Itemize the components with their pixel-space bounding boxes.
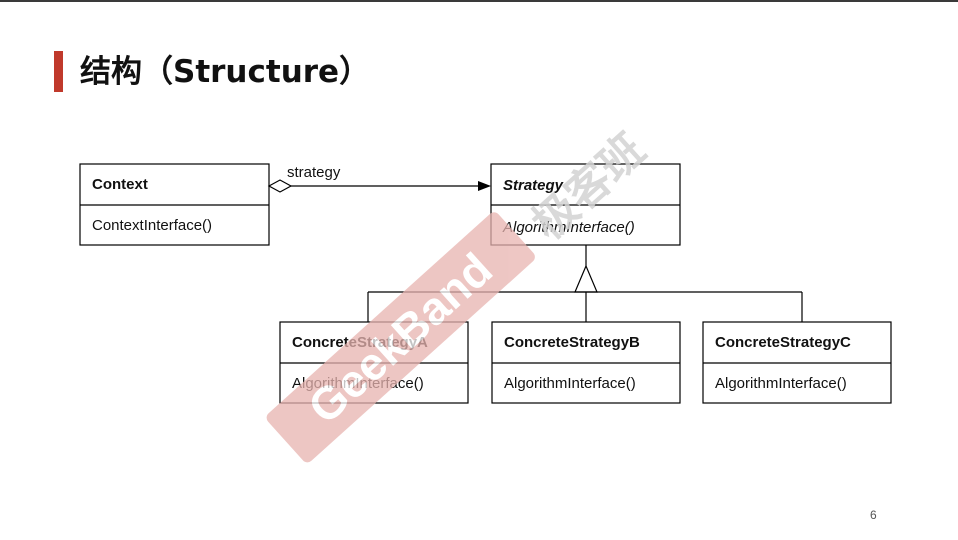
concrete-strategy-c-name: ConcreteStrategyC <box>715 334 851 351</box>
concrete-strategy-b-operation: AlgorithmInterface() <box>504 375 636 392</box>
strategy-class-name: Strategy <box>503 177 564 194</box>
association-label: strategy <box>287 164 341 181</box>
page-number: 6 <box>870 508 877 522</box>
context-class: Context ContextInterface() <box>79 163 270 246</box>
context-class-name: Context <box>92 176 148 193</box>
watermark-band <box>266 212 535 463</box>
concrete-strategy-b-name: ConcreteStrategyB <box>504 334 640 351</box>
strategy-association: strategy <box>267 164 491 193</box>
title-accent-bar <box>54 51 63 92</box>
slide-title: 结构（Structure） <box>80 54 371 90</box>
concrete-strategy-c-class: ConcreteStrategyC AlgorithmInterface() <box>702 321 892 404</box>
strategy-operation: AlgorithmInterface() <box>502 219 635 236</box>
association-arrowhead <box>478 181 491 191</box>
aggregation-diamond <box>267 179 293 193</box>
strategy-class: Strategy AlgorithmInterface() <box>490 163 681 246</box>
inheritance-triangle <box>574 264 598 293</box>
context-operation: ContextInterface() <box>92 217 212 234</box>
concrete-strategy-c-operation: AlgorithmInterface() <box>715 375 847 392</box>
concrete-strategy-b-class: ConcreteStrategyB AlgorithmInterface() <box>491 321 681 404</box>
top-rule <box>0 0 958 2</box>
